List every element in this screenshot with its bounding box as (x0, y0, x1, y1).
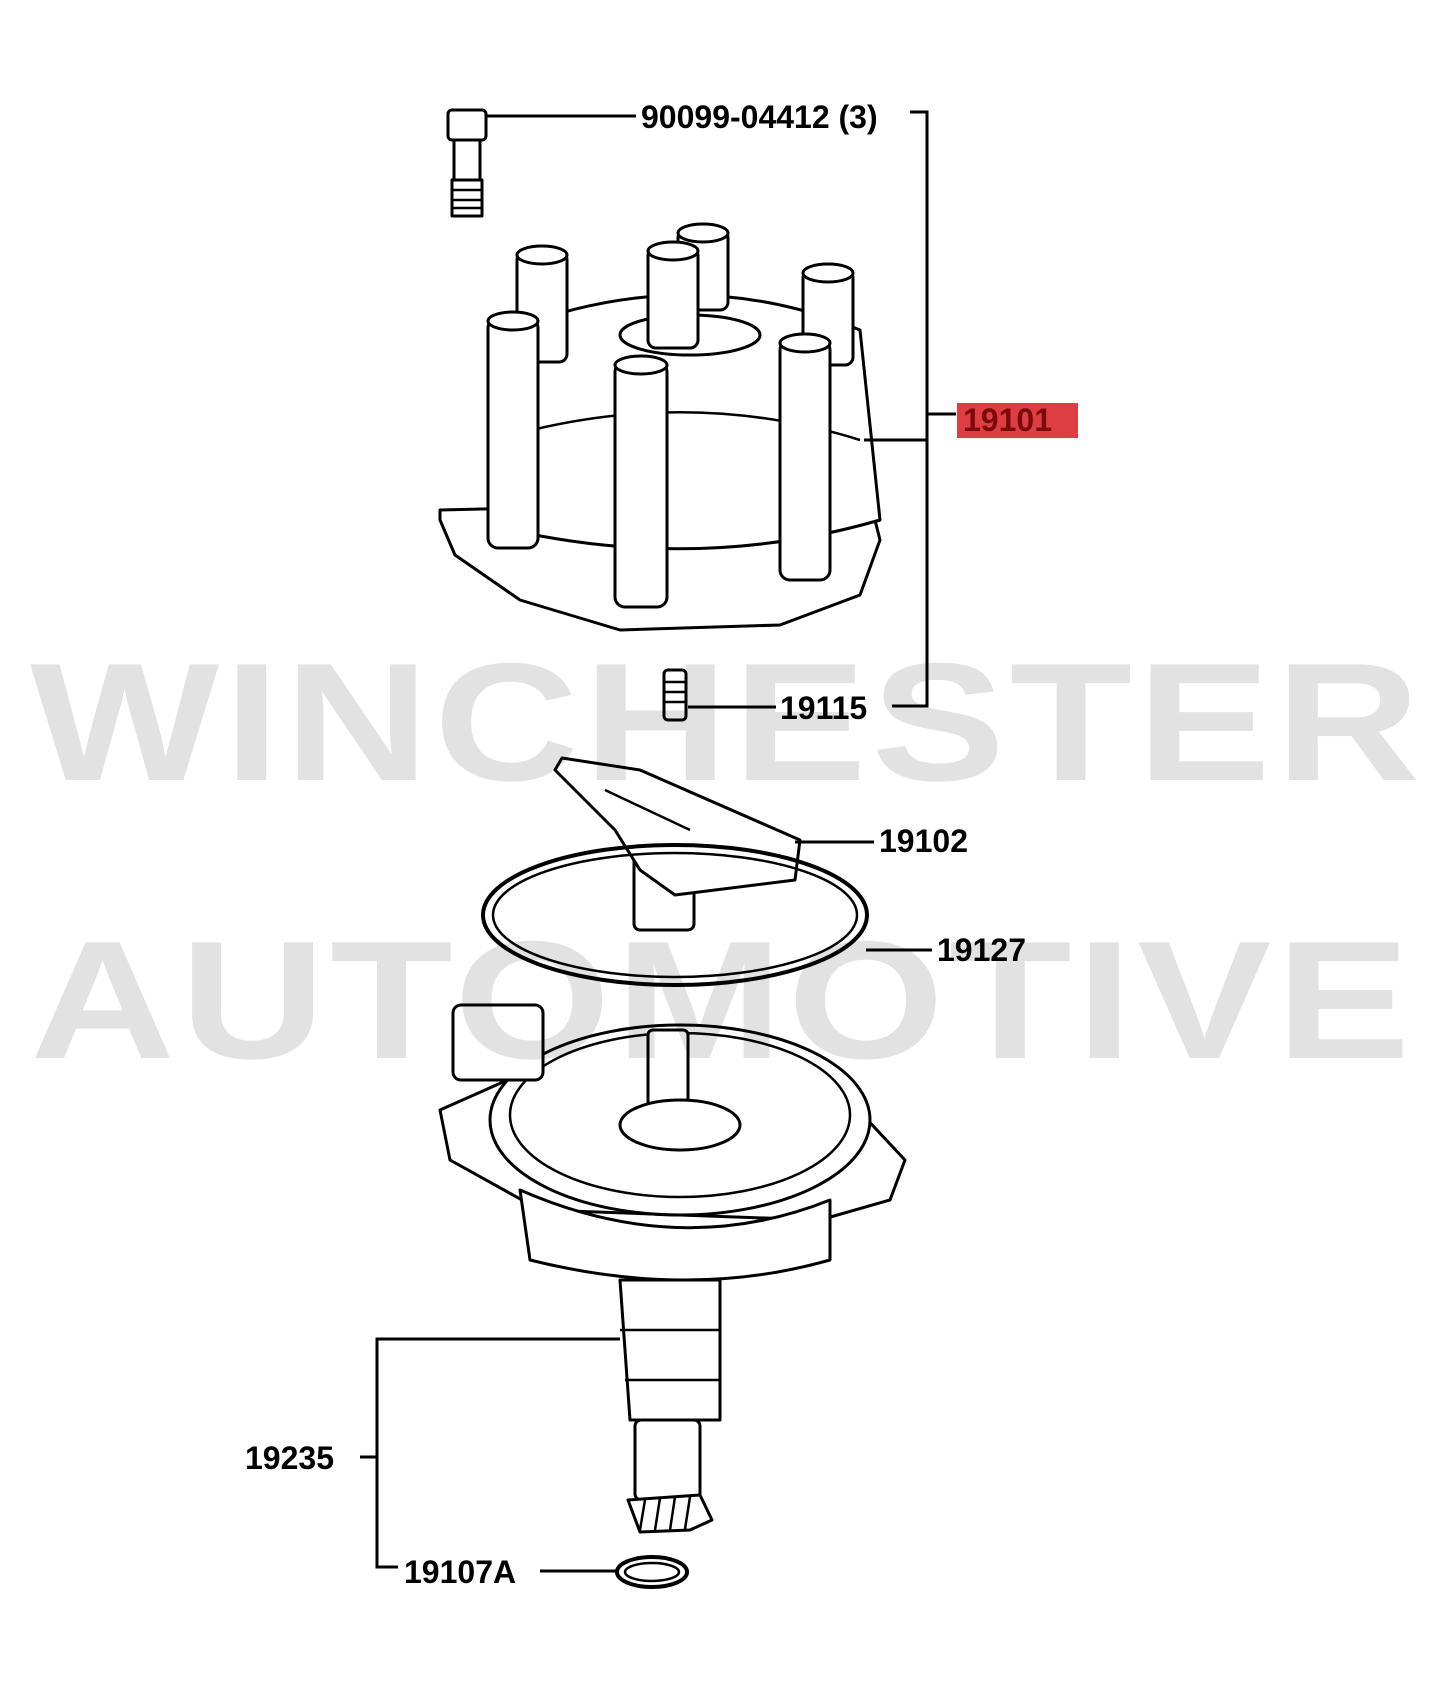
o-ring-inner (623, 1561, 681, 1583)
screw-part (446, 108, 488, 218)
callout-19235[interactable]: 19235 (245, 1440, 334, 1476)
leader-lines (360, 110, 956, 1573)
watermark-line2: AUTOMOTIVE (30, 906, 1415, 1094)
callout-19115[interactable]: 19115 (780, 690, 867, 726)
callout-19107a[interactable]: 19107A (404, 1554, 516, 1590)
callout-19127[interactable]: 19127 (937, 932, 1026, 968)
rotor-part (553, 756, 802, 932)
distributor-cap-part (438, 222, 882, 632)
callout-19102[interactable]: 19102 (879, 823, 968, 859)
callout-90099-04412[interactable]: 90099-04412 (3) (641, 99, 878, 135)
gasket-part (481, 843, 869, 987)
housing-part (438, 1003, 907, 1534)
spring-part (662, 668, 688, 722)
o-ring-part (615, 1555, 689, 1589)
highlight-box (957, 403, 1078, 438)
watermark-line1: WINCHESTER (30, 628, 1425, 816)
callout-19101-highlighted[interactable]: 19101 (963, 402, 1052, 438)
